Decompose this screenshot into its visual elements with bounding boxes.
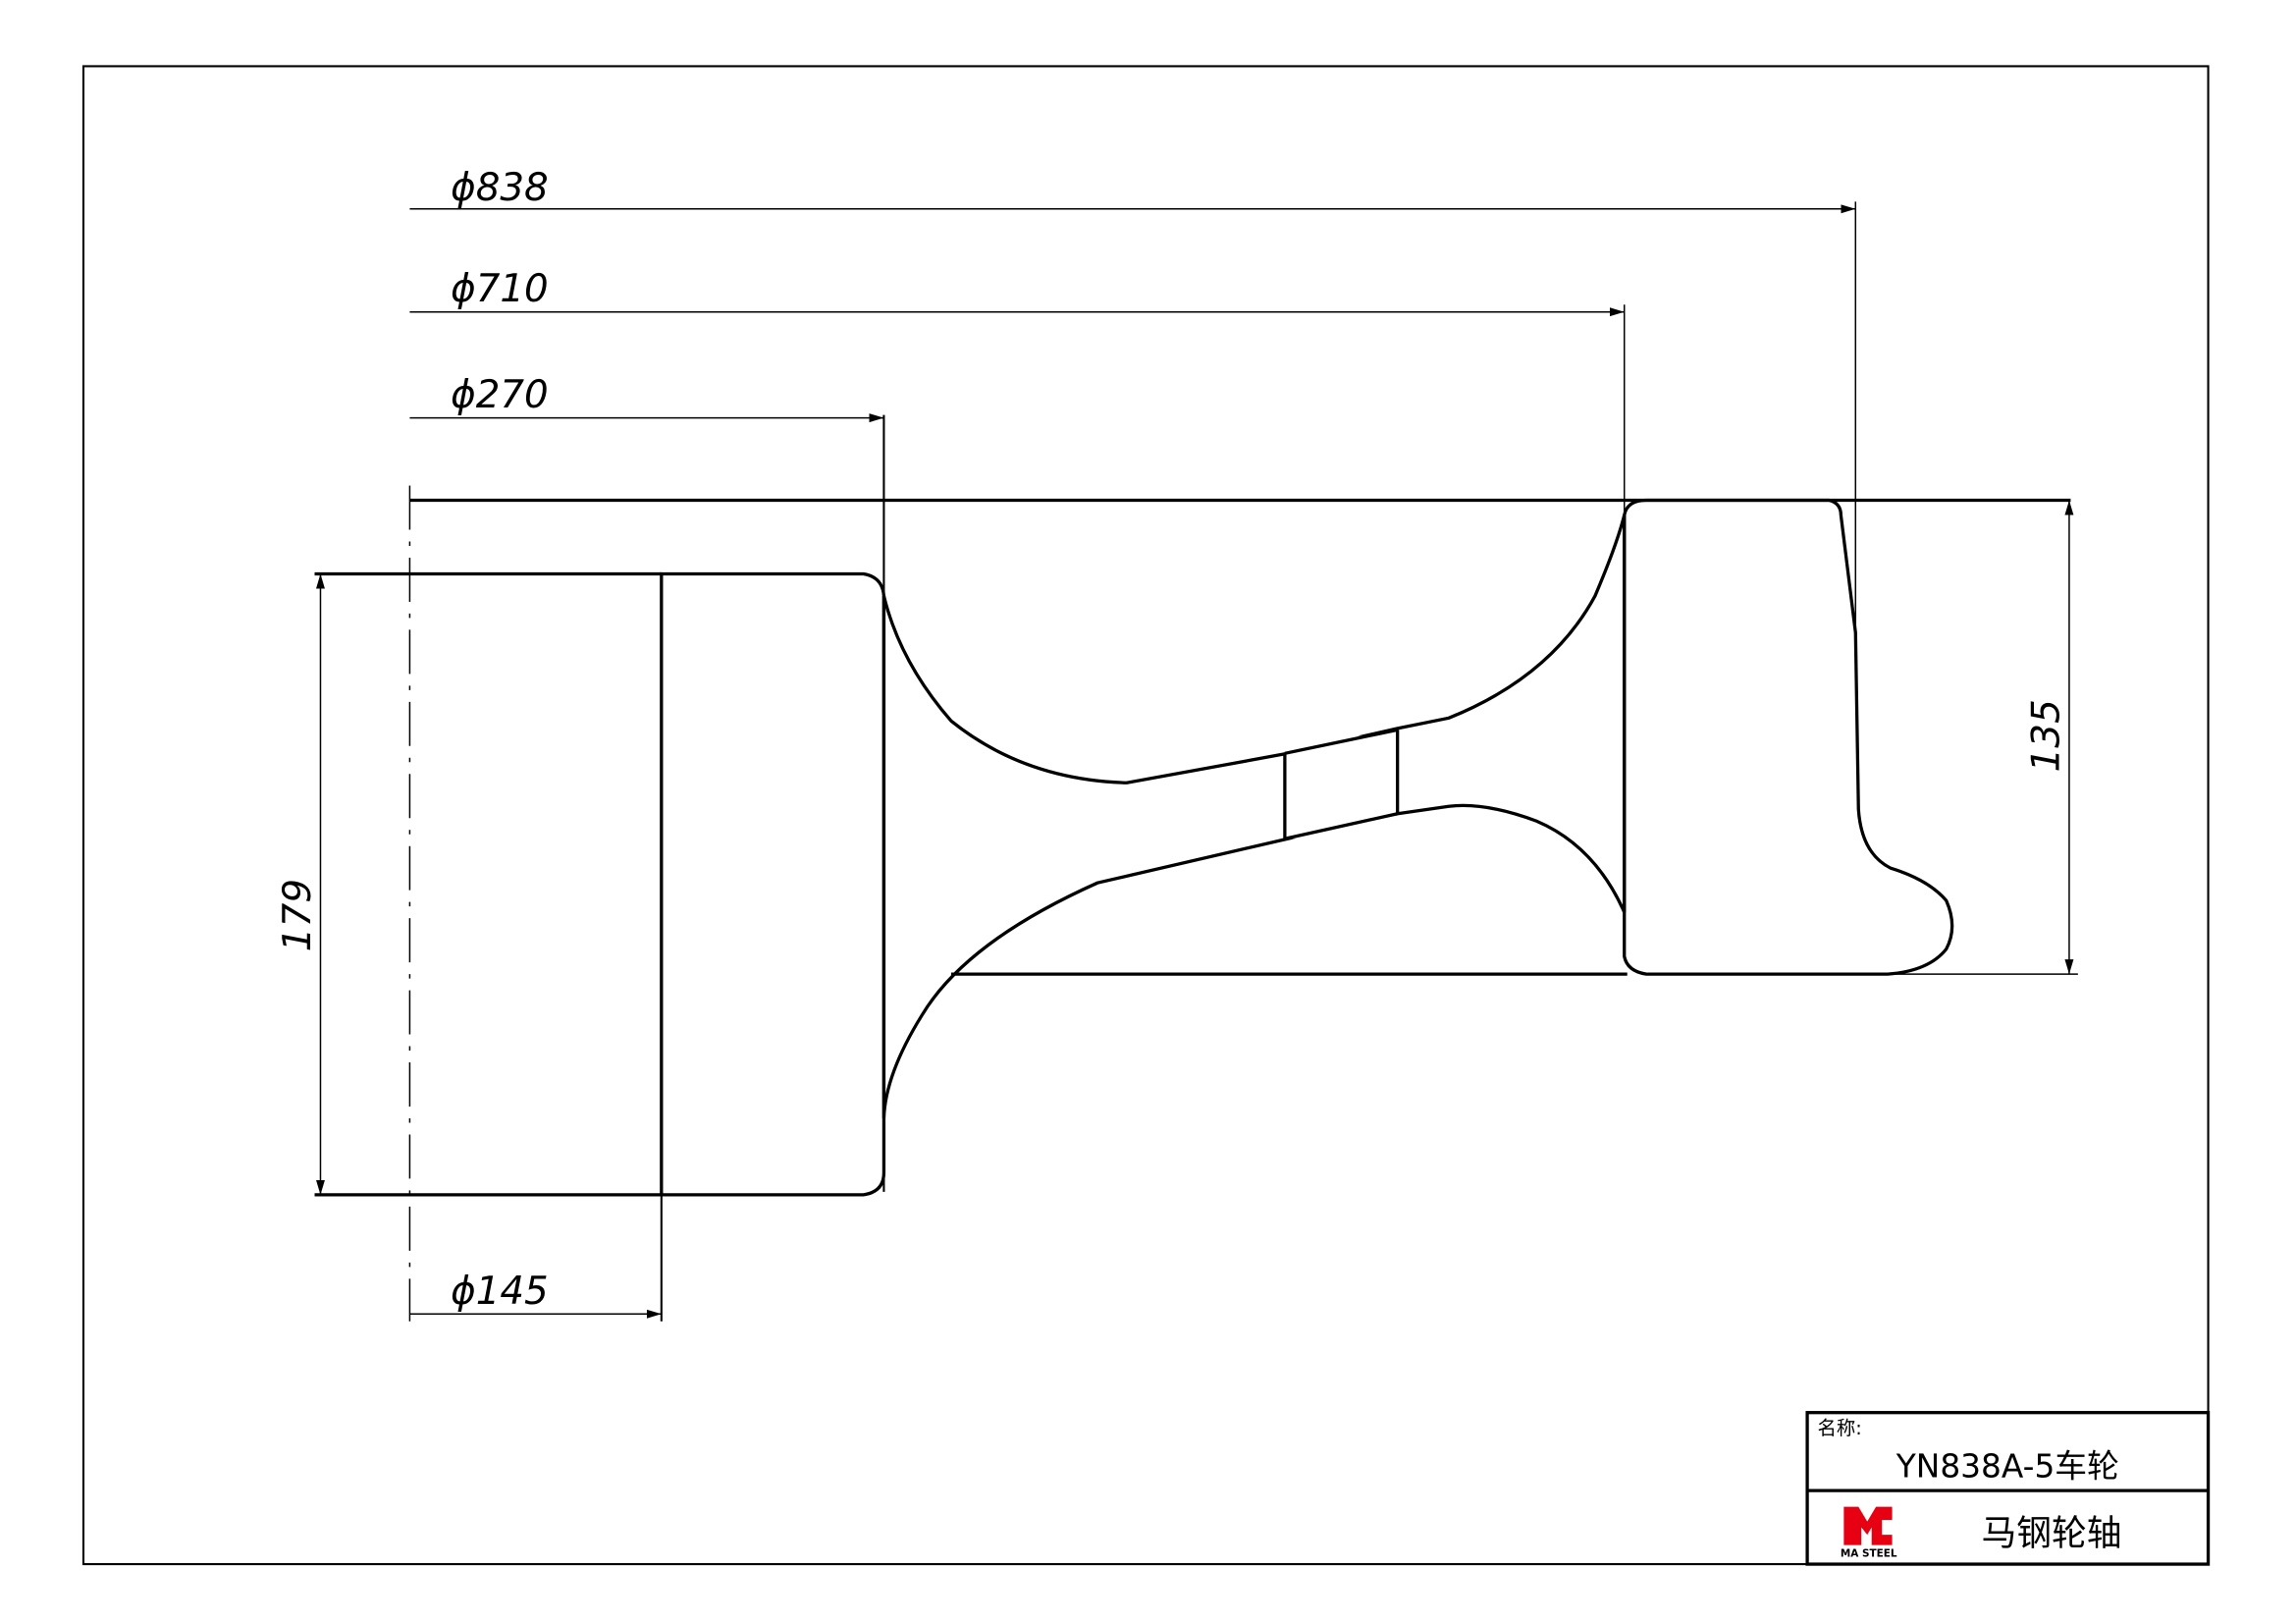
web-section bbox=[881, 514, 1627, 1119]
company-name: 马钢轮轴 bbox=[1982, 1513, 2122, 1553]
part-name: YN838A-5车轮 bbox=[1896, 1447, 2119, 1486]
ma-steel-logo: MA STEEL bbox=[1841, 1506, 1897, 1560]
dimension-145: ϕ145 bbox=[409, 1270, 662, 1319]
rim-section bbox=[1623, 498, 1954, 976]
logo-mark bbox=[1843, 1506, 1893, 1545]
dim-text-710: ϕ710 bbox=[451, 267, 549, 311]
dimension-710: ϕ710 bbox=[409, 267, 1625, 317]
dimension-838: ϕ838 bbox=[409, 166, 1856, 214]
window-top-edge bbox=[1284, 728, 1399, 755]
dim-text-270: ϕ270 bbox=[451, 373, 549, 417]
dimension-179: 179 bbox=[276, 573, 325, 1195]
title-block-frame bbox=[1805, 1411, 2211, 1566]
dim-text-145: ϕ145 bbox=[451, 1270, 549, 1314]
name-label: 名称: bbox=[1818, 1417, 1862, 1439]
drawing-border bbox=[81, 65, 2210, 1566]
window-bottom-edge bbox=[1284, 812, 1399, 840]
logo-text: MA STEEL bbox=[1841, 1548, 1897, 1560]
dim-text-838: ϕ838 bbox=[451, 166, 549, 210]
dim-text-135: 135 bbox=[2025, 699, 2069, 772]
wheel-cross-section bbox=[660, 414, 1954, 1322]
hub-section bbox=[660, 571, 886, 1197]
dimension-270: ϕ270 bbox=[409, 373, 884, 423]
title-block: 名称: YN838A-5车轮 MA STEEL 马钢轮轴 bbox=[1805, 1411, 2211, 1566]
web-inspection-window bbox=[1286, 735, 1397, 839]
dimension-135: 135 bbox=[2025, 500, 2074, 975]
dim-text-179: 179 bbox=[276, 879, 320, 951]
